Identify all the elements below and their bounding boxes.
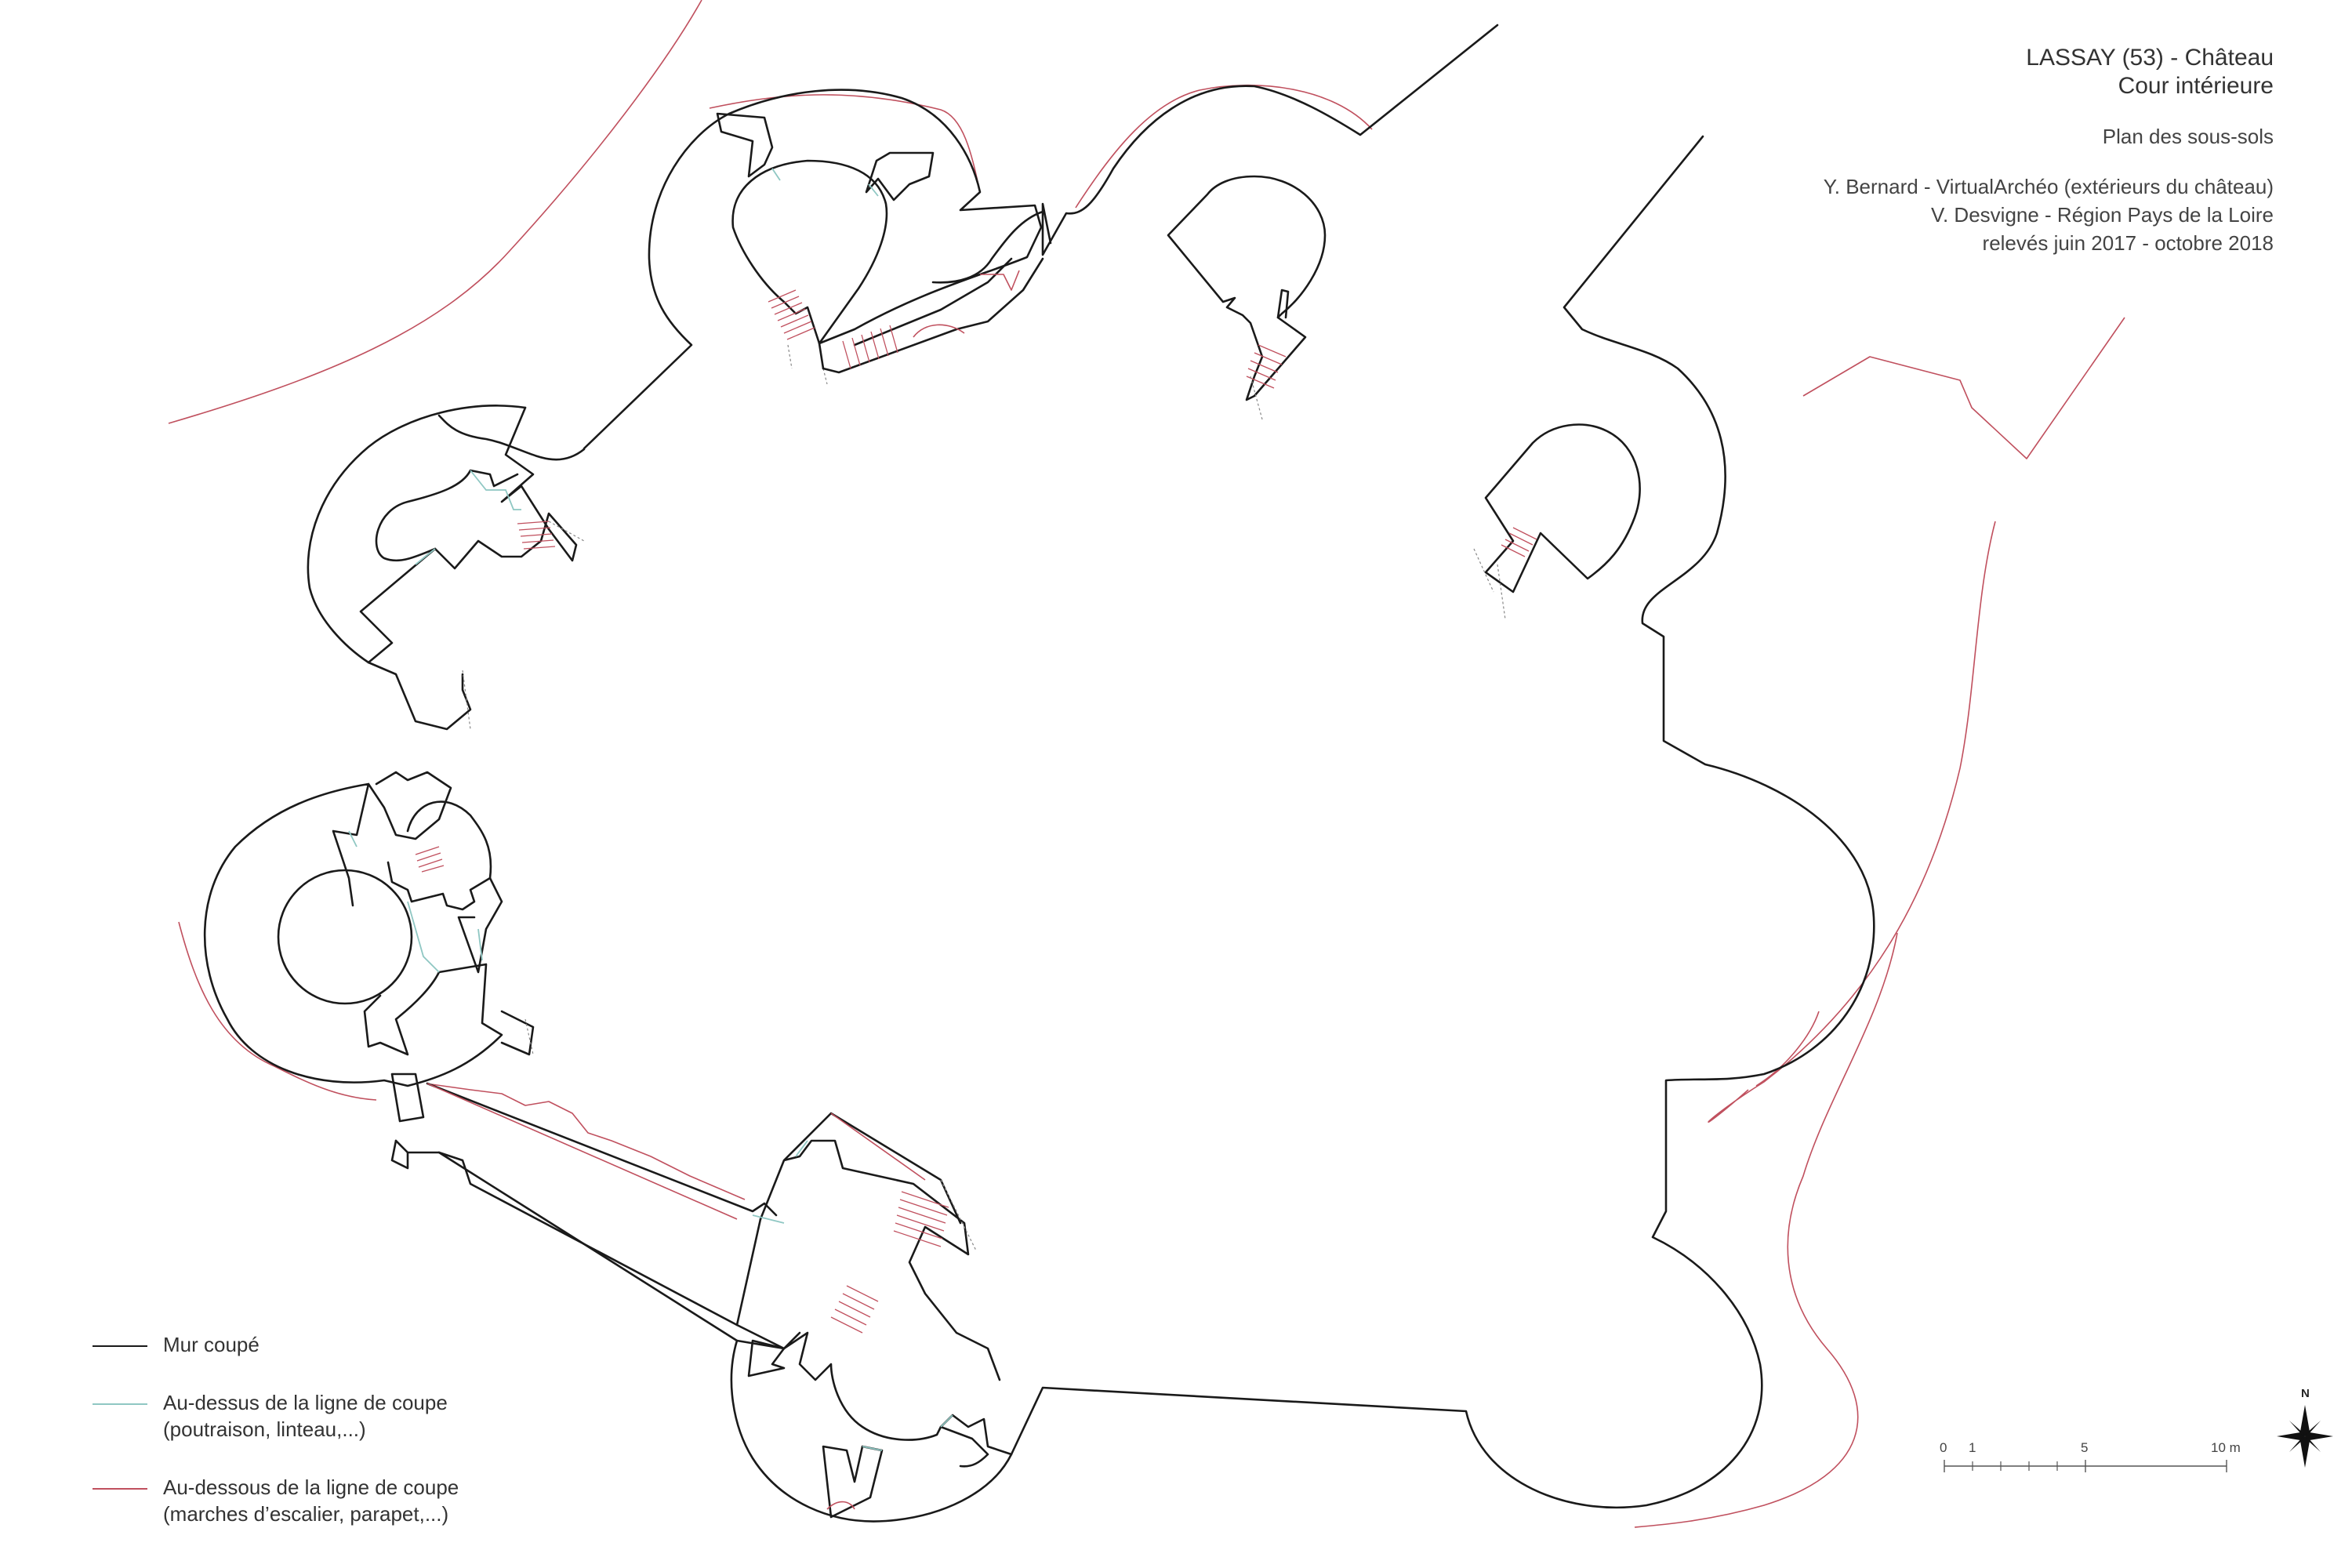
legend-label: Mur coupé [163, 1333, 260, 1356]
legend-item-below-cut: Au-dessous de la ligne de coupe (marches… [93, 1474, 459, 1527]
legend-label: Au-dessous de la ligne de coupe [163, 1475, 459, 1499]
tower-southwest-round [203, 771, 535, 1087]
title-block: LASSAY (53) - Château Cour intérieure Pl… [1824, 44, 2274, 257]
credit-line-1: Y. Bernard - VirtualArchéo (extérieurs d… [1823, 175, 2274, 198]
scale-tick-1: 1 [1969, 1440, 1976, 1455]
legend-sublabel: (poutraison, linteau,...) [163, 1417, 366, 1441]
legend-swatch-below-cut [93, 1488, 147, 1490]
plan-title-2: Cour intérieure [2118, 73, 2274, 99]
north-label: N [2301, 1387, 2310, 1400]
plan-title: LASSAY (53) - Château [2026, 45, 2274, 71]
legend-item-cut-wall: Mur coupé [93, 1331, 459, 1358]
south-corridor [390, 1073, 786, 1350]
scale-tick-5: 5 [2081, 1440, 2088, 1455]
north-passage [822, 257, 1044, 374]
tower-west [307, 405, 585, 731]
legend-swatch-cut-wall [93, 1345, 147, 1347]
tower-northeast-upper [1167, 175, 1327, 420]
south-stair-block [735, 1112, 1001, 1381]
legend: Mur coupé Au-dessus de la ligne de coupe… [93, 1331, 459, 1559]
tower-east [1473, 423, 1641, 620]
outer-terrain-lines [168, 0, 2125, 1528]
credit-line-3: relevés juin 2017 - octobre 2018 [1982, 231, 2274, 255]
tower-northwest [583, 89, 1043, 450]
scale-tick-10: 10 m [2211, 1440, 2241, 1455]
scale-tick-0: 0 [1940, 1440, 1947, 1455]
courtyard-wall [437, 24, 1875, 1509]
legend-label: Au-dessus de la ligne de coupe [163, 1391, 448, 1414]
north-arrow-icon: N [2277, 1387, 2333, 1468]
scale-bar: 0 1 5 10 m [1940, 1440, 2241, 1472]
plan-subtitle: Plan des sous-sols [2102, 125, 2274, 148]
tower-south-round [730, 1331, 1013, 1523]
credit-line-2: V. Desvigne - Région Pays de la Loire [1931, 203, 2274, 227]
legend-sublabel: (marches d’escalier, parapet,...) [163, 1502, 449, 1526]
legend-item-above-cut: Au-dessus de la ligne de coupe (poutrais… [93, 1389, 459, 1443]
legend-swatch-above-cut [93, 1403, 147, 1405]
